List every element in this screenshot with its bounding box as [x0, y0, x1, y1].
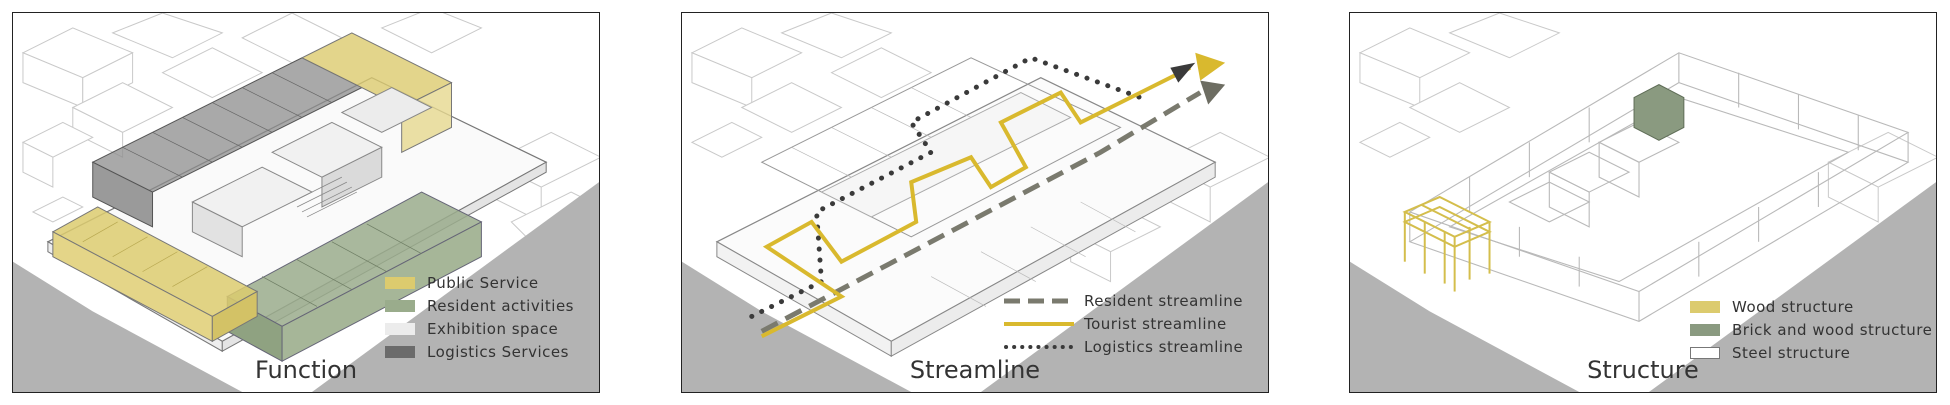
- legend-item-resident-activities: Resident activities: [385, 294, 574, 317]
- dashed-line-swatch: [1004, 298, 1074, 303]
- function-panel: Public Service Resident activities Exhib…: [12, 12, 600, 393]
- context-buildings: [690, 13, 1268, 283]
- function-legend: Public Service Resident activities Exhib…: [385, 271, 574, 363]
- legend-item-public-service: Public Service: [385, 271, 574, 294]
- legend-item-wood-structure: Wood structure: [1690, 295, 1932, 318]
- legend-item-logistics-streamline: Logistics streamline: [1004, 335, 1243, 358]
- ground-plane: [13, 261, 243, 392]
- solid-line-swatch: [1004, 321, 1074, 326]
- legend-label: Resident streamline: [1084, 291, 1244, 310]
- brick-wood-structure: [1633, 84, 1685, 141]
- legend-swatch: [385, 322, 415, 335]
- legend-item-exhibition-space: Exhibition space: [385, 317, 574, 340]
- logistics-arrow-head: [1170, 62, 1196, 83]
- legend-item-brick-wood-structure: Brick and wood structure: [1690, 318, 1932, 341]
- structure-axonometric-drawing: [1350, 13, 1936, 392]
- legend-item-tourist-streamline: Tourist streamline: [1004, 312, 1243, 335]
- legend-label: Steel structure: [1732, 343, 1851, 362]
- context-buildings: [1358, 13, 1936, 223]
- tourist-streamline-path: [760, 65, 1192, 339]
- legend-label: Logistics streamline: [1084, 337, 1244, 356]
- legend-swatch: [1690, 346, 1720, 359]
- ground-plane: [682, 261, 912, 392]
- ground-plane: [1350, 261, 1580, 392]
- legend-item-steel-structure: Steel structure: [1690, 341, 1932, 364]
- legend-label: Public Service: [427, 273, 539, 292]
- streamline-panel: Resident streamline Tourist streamline L…: [681, 12, 1269, 393]
- resident-streamline-path: [760, 90, 1202, 334]
- panel-title-structure: Structure: [1587, 356, 1699, 384]
- legend-label: Tourist streamline: [1084, 314, 1227, 333]
- panel-title-function: Function: [254, 356, 358, 384]
- legend-swatch: [385, 299, 415, 312]
- steel-frame: [1408, 52, 1910, 322]
- legend-label: Exhibition space: [427, 319, 559, 338]
- ground-plane: [311, 182, 599, 392]
- function-axonometric-drawing: [13, 13, 599, 392]
- legend-item-logistics-services: Logistics Services: [385, 340, 574, 363]
- resident-arrow-head: [1200, 80, 1226, 105]
- legend-swatch: [385, 276, 415, 289]
- streamline-axonometric-drawing: [682, 13, 1268, 392]
- panel-title-streamline: Streamline: [909, 356, 1041, 384]
- legend-label: Brick and wood structure: [1732, 320, 1933, 339]
- streamline-legend: Resident streamline Tourist streamline L…: [1004, 289, 1243, 358]
- legend-item-resident-streamline: Resident streamline: [1004, 289, 1243, 312]
- legend-swatch: [1690, 323, 1720, 336]
- legend-swatch: [385, 345, 415, 358]
- tourist-arrow-head: [1195, 52, 1226, 81]
- structure-panel: Wood structure Brick and wood structure …: [1349, 12, 1937, 393]
- legend-label: Logistics Services: [427, 342, 569, 361]
- legend-label: Wood structure: [1732, 297, 1854, 316]
- wood-structure: [1402, 195, 1492, 292]
- dotted-line-swatch: [1004, 344, 1074, 349]
- legend-label: Resident activities: [427, 296, 574, 315]
- structure-legend: Wood structure Brick and wood structure …: [1690, 295, 1932, 364]
- legend-swatch: [1690, 300, 1720, 313]
